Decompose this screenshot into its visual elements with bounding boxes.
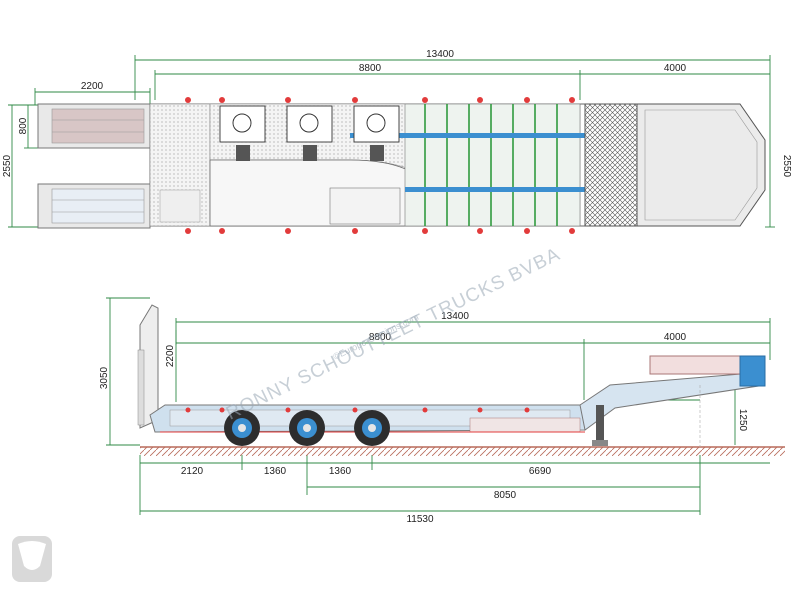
side-dim-platform: 8800 bbox=[369, 332, 392, 343]
side-dim-overall: 13400 bbox=[441, 311, 469, 322]
wheel-2 bbox=[289, 410, 325, 446]
side-dim-total-height: 3050 bbox=[99, 366, 110, 389]
top-ramp-lower bbox=[37, 183, 151, 229]
top-dim-width-left: 2550 bbox=[2, 154, 13, 177]
side-dim-rear-overhang: 2120 bbox=[181, 466, 204, 477]
side-dim-axle-spacing-2: 1360 bbox=[329, 466, 352, 477]
top-markers bbox=[185, 97, 575, 234]
top-axle-1 bbox=[219, 105, 266, 161]
top-dim-ramp-width: 800 bbox=[18, 117, 29, 134]
watermark-company: RONNY SCHOUTTEET TRUCKS BVBA bbox=[223, 244, 564, 425]
top-beam-lower bbox=[405, 187, 585, 192]
side-dim-wheelbase: 8050 bbox=[494, 490, 517, 501]
side-dim-ramp-height: 2200 bbox=[165, 344, 176, 367]
top-view: 13400 8800 4000 2200 800 2550 2550 bbox=[2, 49, 792, 234]
top-axle-2 bbox=[286, 105, 333, 161]
side-ramp bbox=[137, 304, 159, 429]
wheel-1 bbox=[224, 410, 260, 446]
top-gooseneck bbox=[584, 103, 766, 227]
side-dim-gooseneck: 4000 bbox=[664, 332, 687, 343]
top-ramp-upper bbox=[37, 103, 151, 149]
side-wheels bbox=[224, 410, 390, 446]
top-dim-platform: 8800 bbox=[359, 63, 382, 74]
logo bbox=[12, 536, 52, 582]
top-dim-ramp-length: 2200 bbox=[81, 81, 104, 92]
top-axle-3 bbox=[353, 105, 400, 161]
top-dimension-lines bbox=[8, 55, 775, 228]
top-dim-overall: 13400 bbox=[426, 49, 454, 60]
top-cross-members bbox=[424, 104, 558, 226]
side-dim-coupling-height: 1250 bbox=[737, 409, 748, 432]
top-beam-upper bbox=[350, 133, 585, 138]
side-gooseneck bbox=[579, 355, 766, 447]
side-view: 13400 8800 4000 3050 2200 1900 1250 2120… bbox=[99, 297, 785, 525]
side-dimension-lines bbox=[106, 297, 771, 515]
side-markers bbox=[185, 407, 530, 413]
side-dim-axle-to-kingpin: 6690 bbox=[529, 466, 552, 477]
top-dim-width-right: 2550 bbox=[781, 155, 792, 178]
top-dim-gooseneck: 4000 bbox=[664, 63, 687, 74]
side-dim-axle-spacing-1: 1360 bbox=[264, 466, 287, 477]
top-axle-group bbox=[219, 105, 400, 161]
ground bbox=[140, 446, 785, 456]
side-dim-body-length: 11530 bbox=[406, 514, 434, 525]
wheel-3 bbox=[354, 410, 390, 446]
